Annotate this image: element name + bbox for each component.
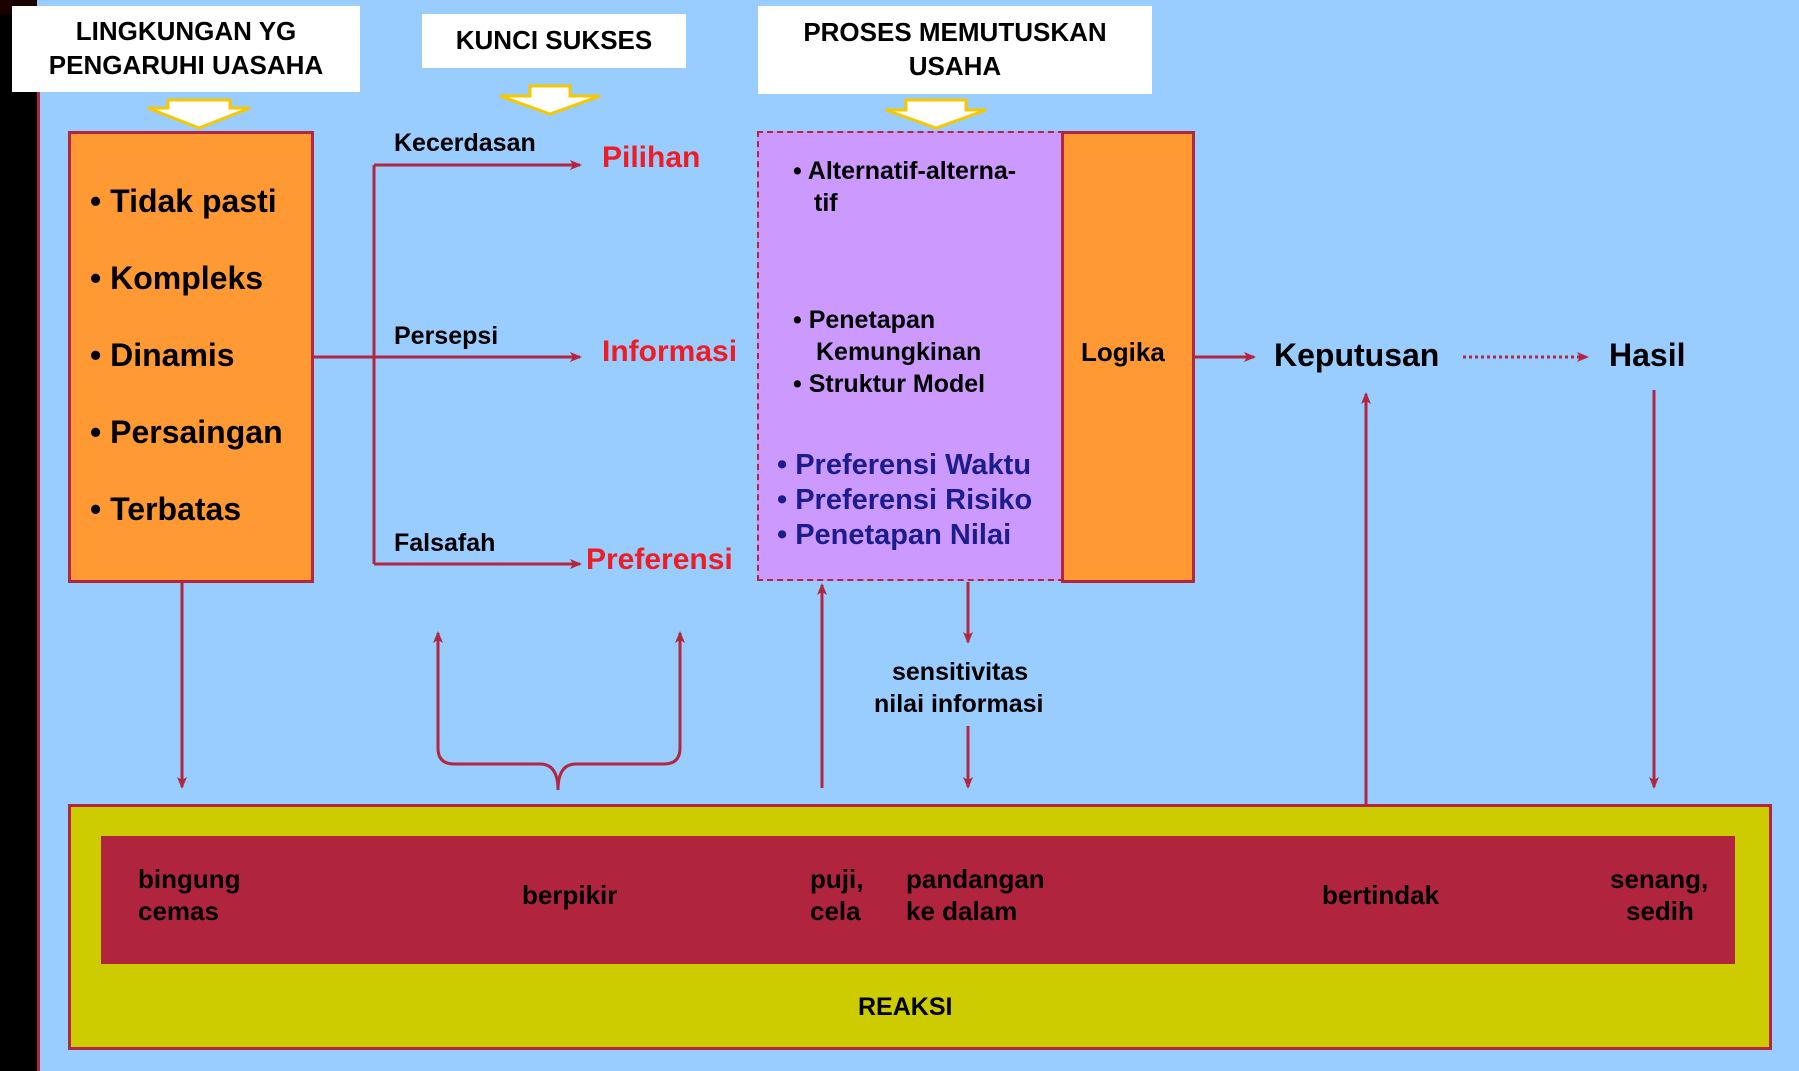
- outcome-choice: Pilihan: [602, 141, 701, 174]
- reaction-thinking: berpikir: [522, 880, 618, 910]
- env-item-limited: • Terbatas: [90, 491, 242, 527]
- logic-label: Logika: [1081, 337, 1165, 367]
- env-item-dynamic: • Dinamis: [90, 337, 235, 373]
- reaction-inner: [101, 836, 1735, 964]
- header-process-line2: USAHA: [908, 51, 1002, 81]
- header-environment: LINGKUNGAN YG PENGARUHI UASAHA: [12, 6, 360, 92]
- env-item-uncertain: • Tidak pasti: [90, 183, 277, 219]
- header-success-key: KUNCI SUKSES: [422, 14, 686, 68]
- factor-philosophy: Falsafah: [394, 529, 496, 557]
- header-environment-line2: PENGARUHI UASAHA: [48, 50, 324, 80]
- reaction-praise-1: puji,: [810, 864, 864, 894]
- process-value: • Penetapan Nilai: [777, 519, 1012, 551]
- panel-left-edge: [37, 80, 40, 1071]
- reaction-confused-1: bingung: [138, 864, 241, 894]
- reaction-confused-2: cemas: [138, 896, 219, 926]
- decision-label: Keputusan: [1274, 337, 1440, 373]
- reaction-feeling-2: sedih: [1626, 896, 1694, 926]
- env-item-complex: • Kompleks: [90, 260, 264, 296]
- reaction-praise-2: cela: [810, 896, 861, 926]
- arrow-down-environment: [147, 98, 251, 130]
- process-model: • Struktur Model: [793, 370, 986, 398]
- reaction-acting: bertindak: [1322, 880, 1440, 910]
- process-probability-1: • Penetapan: [793, 306, 936, 334]
- process-probability-2: Kemungkinan: [816, 338, 982, 366]
- reaction-insight-2: ke dalam: [906, 896, 1018, 926]
- env-item-competition: • Persaingan: [90, 414, 283, 450]
- factor-intelligence: Kecerdasan: [394, 129, 536, 157]
- environment-box: [68, 131, 314, 583]
- header-decision-process: PROSES MEMUTUSKAN USAHA: [758, 6, 1152, 94]
- logic-box: [1061, 131, 1195, 583]
- process-time-pref: • Preferensi Waktu: [777, 449, 1032, 481]
- outcome-preference: Preferensi: [586, 543, 733, 576]
- header-success-key-text: KUNCI SUKSES: [455, 25, 653, 56]
- outcome-information: Informasi: [602, 335, 738, 368]
- header-environment-line1: LINGKUNGAN YG: [75, 16, 297, 47]
- arrow-down-success: [499, 84, 601, 116]
- reaction-insight-1: pandangan: [906, 864, 1045, 894]
- process-risk-pref: • Preferensi Risiko: [777, 484, 1033, 516]
- result-label: Hasil: [1609, 337, 1686, 373]
- arrow-down-process: [885, 98, 987, 130]
- sensitivity-line2: nilai informasi: [874, 690, 1044, 718]
- sensitivity-line1: sensitivitas: [892, 658, 1029, 686]
- header-process-line1: PROSES MEMUTUSKAN: [803, 17, 1107, 48]
- reaction-label: REAKSI: [858, 993, 953, 1021]
- reaction-feeling-1: senang,: [1610, 864, 1709, 894]
- factor-perception: Persepsi: [394, 322, 499, 350]
- process-alternatives-1: • Alternatif-alterna-: [793, 157, 1017, 185]
- bracket-feedback: [436, 650, 682, 791]
- process-alternatives-2: tif: [814, 189, 838, 217]
